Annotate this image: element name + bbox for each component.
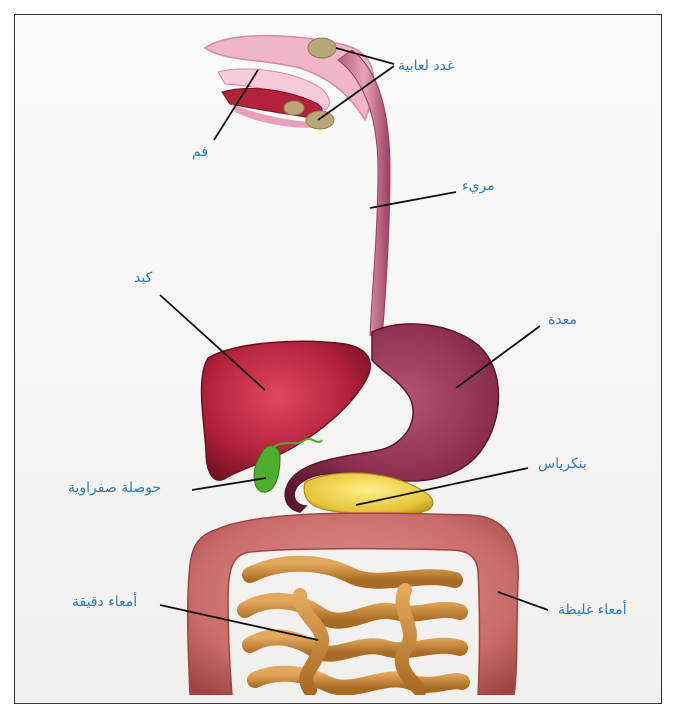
large-intestine-shape: [188, 513, 518, 695]
label-gallbladder: حوصلة صفراوية: [68, 480, 161, 496]
label-large-intestine: أمعاء غليظة: [558, 602, 627, 618]
salivary-gland-lower: [306, 111, 334, 129]
label-esophagus: مريء: [462, 178, 495, 194]
label-liver: كبد: [134, 270, 152, 286]
label-small-intestine: أمعاء دقيقة: [72, 594, 137, 610]
label-stomach: معدة: [548, 312, 577, 328]
label-pancreas: بنكرياس: [538, 456, 587, 472]
label-salivary-glands: غدد لعابية: [398, 58, 454, 74]
salivary-gland-upper: [308, 38, 336, 58]
label-mouth: فم: [192, 144, 208, 160]
salivary-gland-middle: [284, 101, 304, 115]
small-intestine-shape: [245, 564, 462, 690]
